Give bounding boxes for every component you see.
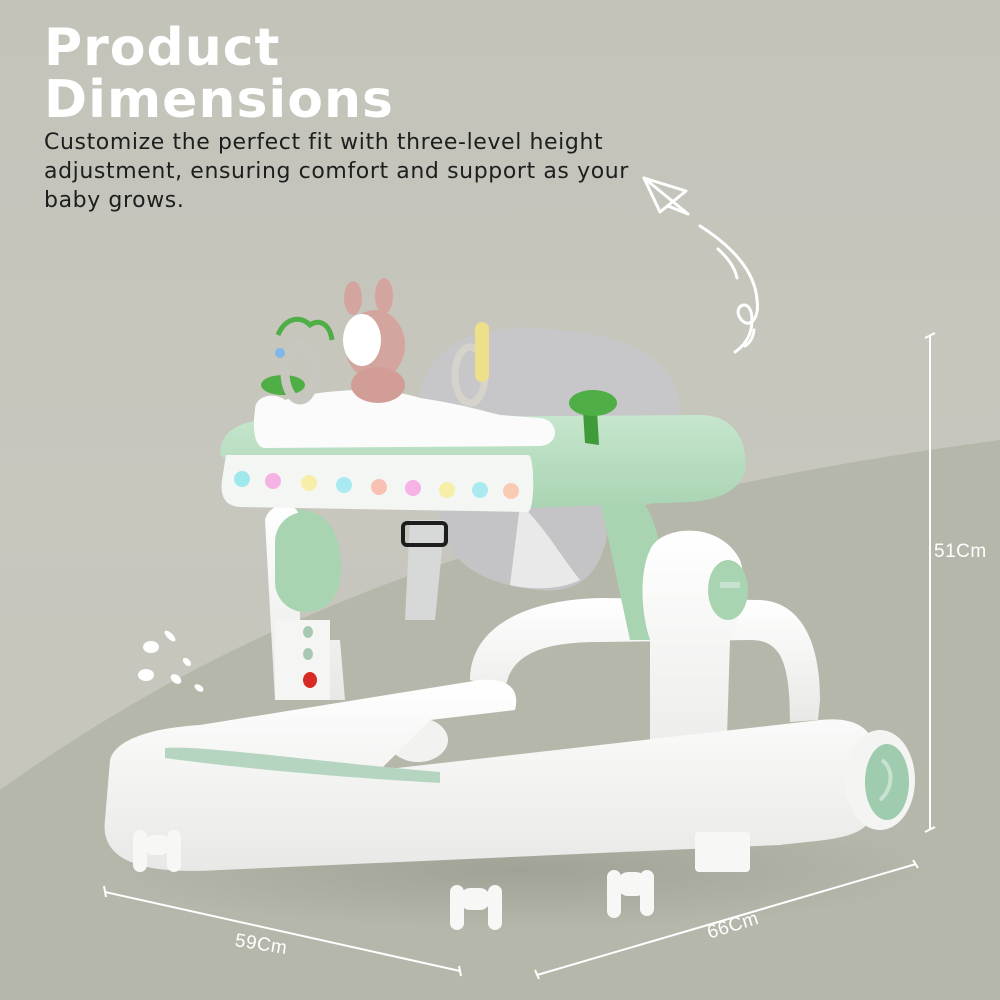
strap-buckle (401, 521, 448, 547)
height-indicator-2 (303, 648, 313, 660)
product-description: Customize the perfect fit with three-lev… (44, 130, 629, 213)
harness-strap (405, 520, 445, 620)
teether-ring (280, 339, 320, 405)
toy-panel (253, 390, 556, 448)
led-lights (234, 471, 519, 499)
wavy-toy (275, 316, 335, 341)
height-indicator-1 (303, 626, 313, 638)
red-button[interactable] (303, 672, 317, 688)
bunny-toy (343, 278, 405, 403)
base-stripe (165, 747, 440, 783)
title-line-2: Dimensions (44, 70, 394, 130)
page-title: Product Dimensions (44, 22, 394, 126)
walker-base (104, 679, 879, 871)
rattle-toy (451, 322, 489, 407)
height-dimension-label: 51Cm (934, 541, 987, 562)
right-hinge-cap (708, 560, 748, 620)
green-knob-right[interactable] (569, 390, 617, 416)
title-line-1: Product (44, 18, 281, 78)
